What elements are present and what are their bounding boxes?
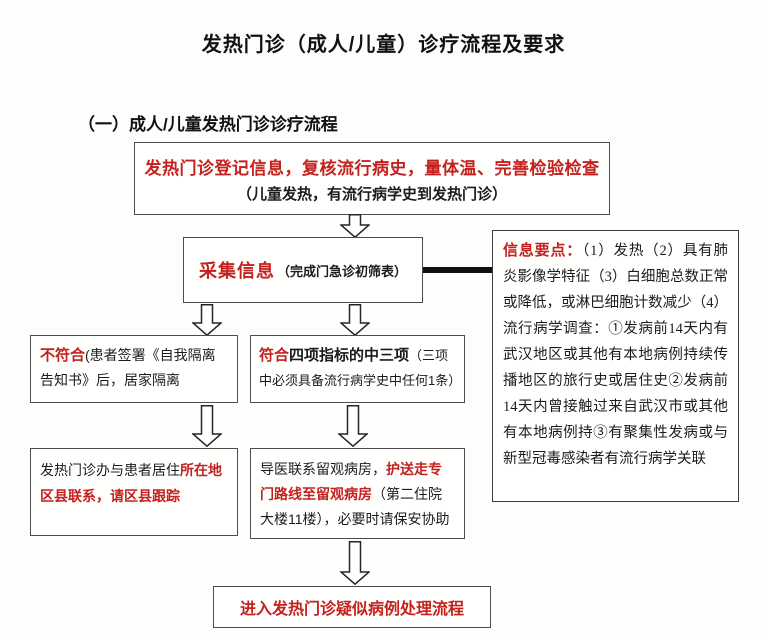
- not-match-emphasis: 不符合: [40, 347, 86, 364]
- down-arrow-icon: [340, 214, 370, 238]
- contact-prefix: 发热门诊办与患者居住: [40, 462, 180, 478]
- collect-info-emphasis: 采集信息: [198, 261, 275, 281]
- registration-sub-text: （儿童发热，有流行病学史到发热门诊）: [236, 186, 507, 203]
- escort-prefix: 导医联系留观病房，: [260, 461, 386, 477]
- info-points-label: 信息要点：: [503, 243, 583, 259]
- down-arrow-icon: [340, 541, 370, 585]
- not-match-box: 不符合(患者签署《自我隔离告知书》后，居家隔离: [30, 335, 238, 403]
- registration-box: 发热门诊登记信息，复核流行病史，量体温、完善检验检查 （儿童发热，有流行病学史到…: [134, 142, 610, 215]
- escort-box: 导医联系留观病房，护送走专门路线至留观病房（第二住院大楼11楼），必要时请保安协…: [250, 448, 465, 539]
- section-heading: （一）成人/儿童发热门诊诊疗流程: [78, 115, 338, 134]
- collect-info-note: （完成门急诊初筛表）: [276, 263, 407, 279]
- match-note: （三项中必须具备流行病学史中任何1条）: [259, 348, 462, 388]
- match-box: 符合四项指标的中三项（三项中必须具备流行病学史中任何1条）: [250, 335, 465, 403]
- not-match-rest: (患者签署《自我隔离告知书》后，居家隔离: [40, 347, 216, 388]
- escort-suffix: （第二住院大楼11楼），必要时请保安协助: [260, 486, 450, 527]
- thick-connector-line: [423, 267, 492, 273]
- final-process-text: 进入发热门诊疑似病例处理流程: [239, 601, 464, 618]
- contact-district-box: 发热门诊办与患者居住所在地区县联系，请区县跟踪: [30, 448, 238, 536]
- collect-info-box: 采集信息（完成门急诊初筛表）: [183, 237, 423, 303]
- contact-emphasis: 所在地区县联系，请区县跟踪: [40, 462, 222, 504]
- registration-main-text: 发热门诊登记信息，复核流行病史，量体温、完善检验检查: [144, 159, 600, 178]
- final-process-box: 进入发热门诊疑似病例处理流程: [213, 586, 491, 628]
- match-emphasis: 符合: [259, 347, 290, 364]
- down-arrow-icon: [192, 304, 222, 336]
- down-arrow-icon: [338, 405, 368, 447]
- down-arrow-icon: [192, 405, 222, 447]
- info-points-box: 信息要点：（1）发热（2）具有肺炎影像学特征（3）白细胞总数正常或降低，或淋巴细…: [492, 230, 739, 502]
- page-title: 发热门诊（成人/儿童）诊疗流程及要求: [201, 34, 566, 56]
- escort-emphasis: 护送走专门路线至留观病房: [260, 461, 442, 502]
- match-criteria-text: 四项指标的中三项: [289, 347, 410, 364]
- info-points-body: （1）发热（2）具有肺炎影像学特征（3）白细胞总数正常或降低，或淋巴细胞计数减少…: [503, 243, 728, 467]
- down-arrow-icon: [340, 304, 370, 336]
